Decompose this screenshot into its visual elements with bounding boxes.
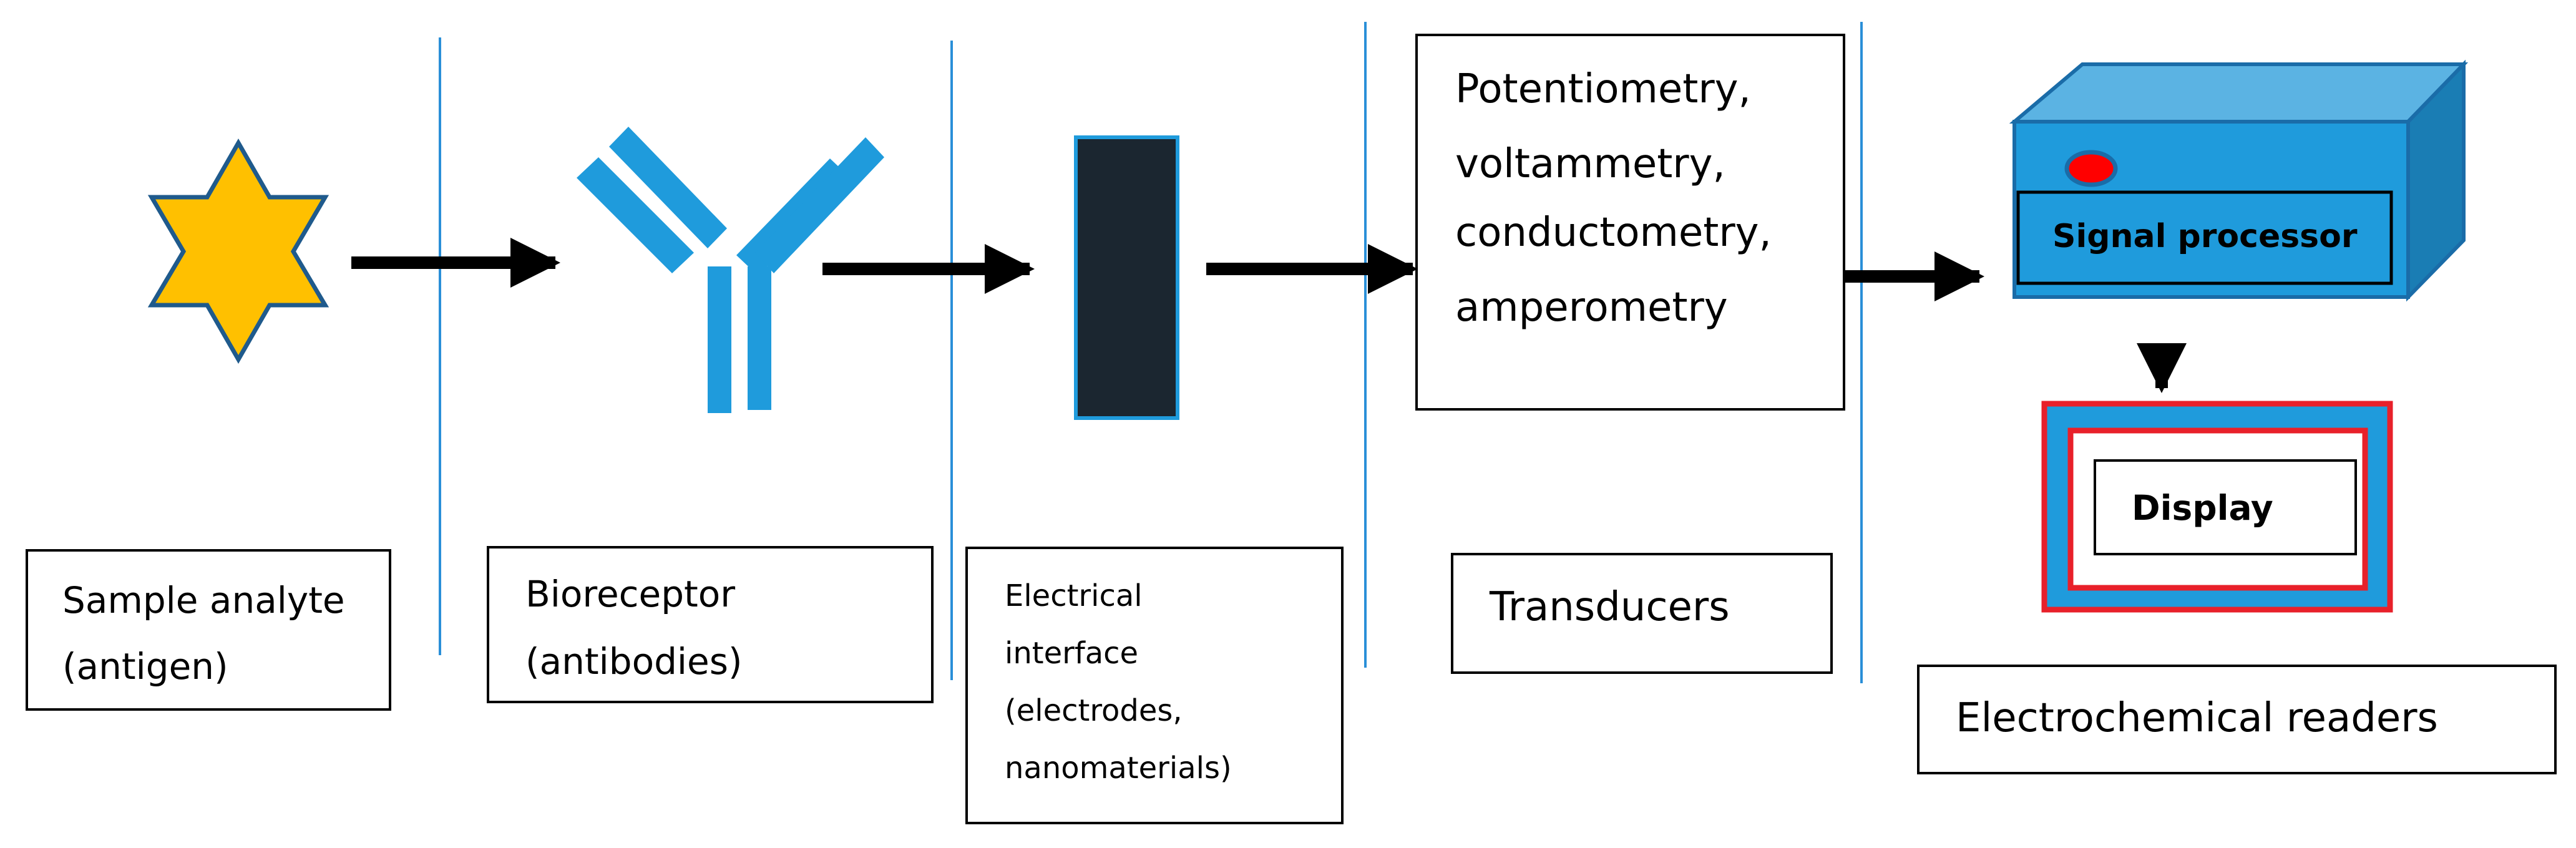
bioreceptor-label-box (487, 546, 934, 703)
indicator-light (2064, 150, 2118, 187)
display-label: Display (2132, 488, 2273, 528)
electrode-icon (1074, 135, 1179, 420)
interface-label-line-2: interface (1005, 636, 1138, 671)
sample-label-box (26, 549, 391, 711)
readers-label: Electrochemical readers (1956, 695, 2438, 741)
antibody-icon (577, 127, 884, 413)
interface-label-line-3: (electrodes, (1005, 693, 1183, 728)
display-icon: Display (2041, 401, 2393, 613)
transducers-label: Transducers (1489, 584, 1730, 630)
signal-processor-icon: Signal processor (2009, 59, 2469, 302)
interface-label-line-4: nanomaterials) (1005, 751, 1232, 786)
star-icon (147, 138, 329, 364)
methods-line-1: Potentiometry, (1455, 66, 1751, 112)
sample-label-line-1: Sample analyte (62, 579, 345, 621)
interface-label-line-1: Electrical (1005, 578, 1143, 613)
bioreceptor-label-line-1: Bioreceptor (525, 573, 735, 615)
signal-processor-label: Signal processor (2052, 218, 2358, 255)
bioreceptor-label-line-2: (antibodies) (525, 640, 743, 683)
sample-label-line-2: (antigen) (62, 645, 228, 688)
interface-label-box (965, 547, 1344, 824)
methods-box (1415, 34, 1845, 411)
readers-label-box (1917, 665, 2557, 774)
transducers-label-box (1451, 553, 1833, 674)
methods-line-3: conductometry, (1455, 210, 1772, 256)
methods-line-4: amperometry (1455, 285, 1728, 331)
methods-line-2: voltammetry, (1455, 141, 1725, 187)
